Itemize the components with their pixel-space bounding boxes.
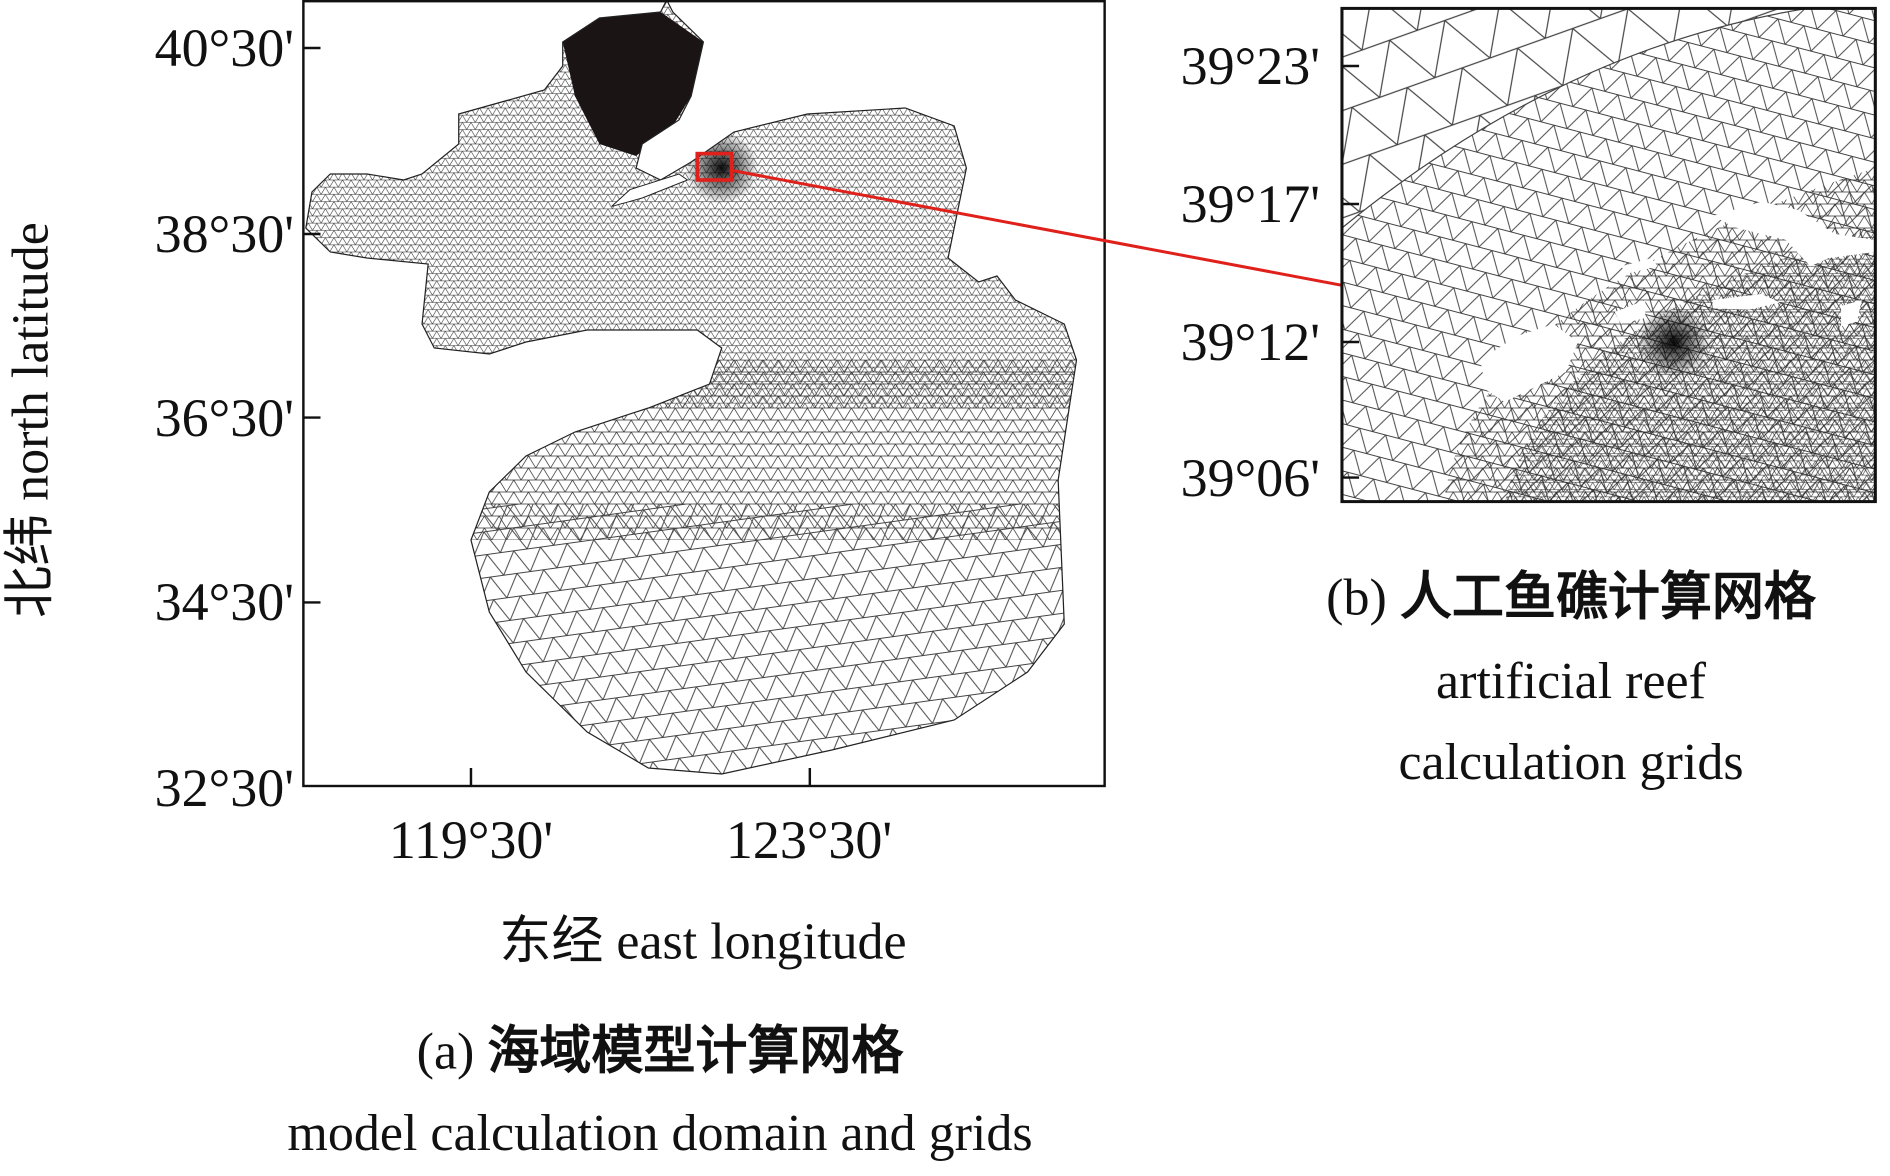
caption-b-en-line1: artificial reef [1436, 653, 1706, 710]
lat-tick-label: 34°30' [154, 572, 294, 632]
lat-tick-label: 38°30' [154, 204, 294, 264]
islands [1480, 201, 1876, 402]
panel-b-frame [1340, 6, 1877, 504]
caption-a-cn: 海域模型计算网格 [487, 1021, 904, 1082]
caption-b-tag: (b) [1326, 569, 1387, 627]
panel-a-ticks [303, 46, 812, 786]
caption-b-cn: 人工鱼礁计算网格 [1399, 567, 1816, 628]
y-axis-label-en: north latitude [2, 222, 60, 501]
x-axis-label-cn: 东经 [499, 911, 604, 972]
lon-tick-label: 119°30' [388, 810, 554, 870]
panel-a-frame [302, 0, 1106, 788]
lat-tick-label: 40°30' [154, 18, 294, 78]
caption-a: (a) 海域模型计算网格 [417, 1026, 904, 1079]
sea-domain-mesh [305, 0, 1078, 775]
lat-tick-label: 36°30' [154, 388, 294, 448]
reef-mesh [1341, 8, 1876, 502]
y-axis-label-cn: 北纬 [0, 513, 61, 618]
y-axis-label: 北纬 north latitude [1, 222, 61, 618]
lat-tick-label: 39°06' [1180, 448, 1320, 508]
lon-tick-label: 123°30' [725, 810, 893, 870]
panel-b-ticks [1341, 64, 1360, 479]
lat-tick-label: 32°30' [154, 758, 294, 818]
reef-highlight-box [695, 151, 734, 182]
caption-b-en-line2: calculation grids [1398, 734, 1744, 791]
x-axis-label-en: east longitude [616, 913, 907, 971]
caption-a-en: model calculation domain and grids [287, 1105, 1033, 1162]
lat-tick-label: 39°12' [1180, 312, 1320, 372]
x-axis-label: 东经 east longitude [499, 916, 906, 969]
caption-b: (b) 人工鱼礁计算网格 [1326, 572, 1816, 625]
lat-tick-label: 39°17' [1180, 174, 1320, 234]
lat-tick-label: 39°23' [1180, 36, 1320, 96]
peninsula-gap [611, 173, 689, 207]
caption-a-tag: (a) [416, 1023, 475, 1081]
